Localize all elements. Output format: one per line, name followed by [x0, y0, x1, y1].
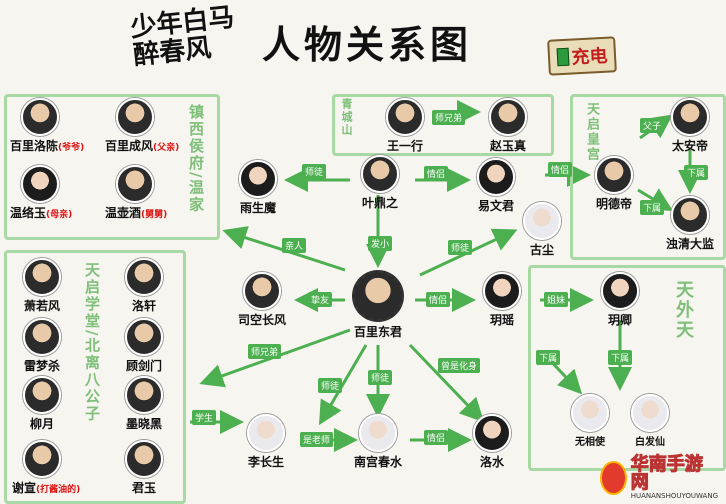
- person-guchen: 古尘: [512, 202, 572, 258]
- avatar: [352, 270, 404, 322]
- person-xiaoruofeng: 萧若风: [12, 258, 72, 314]
- relation-tag: 发小: [368, 236, 393, 251]
- relation-tag: 师徒: [302, 164, 327, 179]
- person-luoxuan: 洛轩: [114, 258, 174, 314]
- person-mingde: 明德帝: [584, 156, 644, 212]
- relation-tag: 下属: [608, 350, 633, 365]
- avatar: [23, 258, 61, 296]
- avatar: [489, 98, 527, 136]
- avatar: [125, 376, 163, 414]
- relation-tag: 下属: [640, 200, 665, 215]
- avatar: [477, 158, 515, 196]
- relation-tag: 师徒: [368, 370, 393, 385]
- charge-stamp: 充电: [547, 36, 617, 76]
- group-qingcheng-box: [332, 94, 554, 156]
- person-yushengmo: 雨生魔: [228, 160, 288, 216]
- show-logo: 少年白马醉春风: [129, 2, 236, 72]
- person-huji: 温壶酒(舅舅): [105, 165, 167, 221]
- group-tianqi-box: [570, 94, 726, 260]
- avatar: [473, 414, 511, 452]
- relation-tag: 情侣: [424, 166, 449, 181]
- avatar: [125, 318, 163, 356]
- group-zhenxi-label: 镇西侯府/温家: [187, 104, 205, 214]
- avatar: [595, 156, 633, 194]
- watermark: 华南手游网 HUANANSHOUYOUWANG: [600, 455, 718, 500]
- relation-tag: 师兄弟: [248, 344, 282, 359]
- avatar: [116, 165, 154, 203]
- avatar: [361, 155, 399, 193]
- person-gujianmen: 顾剑门: [114, 318, 174, 374]
- person-leimengsha: 雷梦杀: [12, 318, 72, 374]
- person-zhaoyuzhen: 赵玉真: [478, 98, 538, 154]
- battery-icon: [556, 47, 569, 67]
- group-xuetang-label: 天启学堂/北离八公子: [83, 262, 101, 423]
- relation-tag: 曾是化身: [438, 358, 481, 373]
- group-zhenxi-box: [4, 94, 220, 240]
- person-yiwenjun: 易文君: [466, 158, 526, 214]
- avatar: [23, 376, 61, 414]
- stamp-label: 充电: [571, 45, 609, 69]
- avatar: [21, 98, 59, 136]
- relation-tag: 姐妹: [544, 292, 569, 307]
- person-lichangsheng: 李长生: [236, 414, 296, 470]
- person-xiexuan: 谢宣(打酱油的): [12, 440, 80, 496]
- person-wuxiangshi: 无相使: [560, 394, 620, 448]
- avatar: [386, 98, 424, 136]
- person-sikong: 司空长风: [232, 272, 292, 328]
- page-title: 人物关系图: [262, 22, 473, 67]
- person-baili-center: 百里东君: [348, 270, 408, 340]
- person-luochen: 百里洛陈(爷爷): [10, 98, 84, 154]
- relation-tag: 是老师: [300, 432, 334, 447]
- avatar: [571, 394, 609, 432]
- person-taian: 太安帝: [660, 98, 720, 154]
- avatar: [116, 98, 154, 136]
- relation-tag: 学生: [192, 410, 217, 425]
- relation-tag: 情侣: [548, 162, 573, 177]
- avatar: [23, 318, 61, 356]
- avatar: [125, 440, 163, 478]
- relation-tag: 情侣: [424, 430, 449, 445]
- group-tianwai-label: 天外天: [673, 280, 694, 340]
- person-yueqing: 玥卿: [590, 272, 650, 328]
- avatar: [239, 160, 277, 198]
- avatar: [671, 196, 709, 234]
- relation-tag: 师徒: [448, 240, 473, 255]
- avatar: [23, 440, 61, 478]
- relation-tag: 挚友: [308, 292, 333, 307]
- relation-tag: 下属: [536, 350, 561, 365]
- avatar: [601, 272, 639, 310]
- person-junyu: 君玉: [114, 440, 174, 496]
- relation-tag: 亲人: [282, 238, 307, 253]
- relation-tag: 情侣: [426, 292, 451, 307]
- relation-tag: 父子: [640, 118, 665, 133]
- avatar: [483, 272, 521, 310]
- group-tianwai-box: [528, 265, 726, 471]
- avatar: [523, 202, 561, 240]
- relation-tag: 下属: [684, 165, 709, 180]
- avatar: [359, 414, 397, 452]
- person-moxiaohei: 墨晓黑: [114, 376, 174, 432]
- person-liuyue: 柳月: [12, 376, 72, 432]
- relation-tag: 师兄弟: [432, 110, 466, 125]
- avatar: [247, 414, 285, 452]
- person-yueyao: 玥瑶: [472, 272, 532, 328]
- avatar: [21, 165, 59, 203]
- relation-tag: 师徒: [318, 378, 343, 393]
- person-baifaxian: 白发仙: [620, 394, 680, 448]
- person-zhuoqing: 浊清大监: [660, 196, 720, 252]
- avatar: [671, 98, 709, 136]
- group-tianqi-label: 天启皇宫: [584, 102, 599, 162]
- group-qingcheng-label: 青城山: [340, 98, 353, 137]
- person-chengfeng: 百里成风(父亲): [105, 98, 179, 154]
- avatar: [243, 272, 281, 310]
- person-nangong: 南宫春水: [348, 414, 408, 470]
- watermark-logo-icon: [600, 461, 627, 495]
- avatar: [631, 394, 669, 432]
- person-yedingzhi: 叶鼎之: [350, 155, 410, 211]
- person-luoshui: 洛水: [462, 414, 522, 470]
- person-wangyixing: 王一行: [375, 98, 435, 154]
- avatar: [125, 258, 163, 296]
- person-luoyu: 温络玉(母亲): [10, 165, 72, 221]
